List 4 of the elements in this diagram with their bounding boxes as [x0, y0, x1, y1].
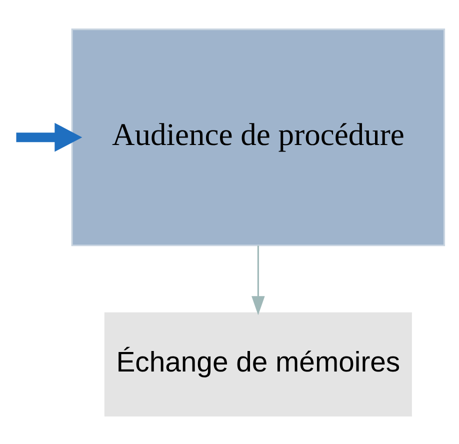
node-box: Échange de mémoires: [104, 312, 412, 416]
node-box: Audience de procédure: [71, 28, 446, 246]
arrow: [16, 122, 82, 152]
arrow: [252, 245, 265, 315]
